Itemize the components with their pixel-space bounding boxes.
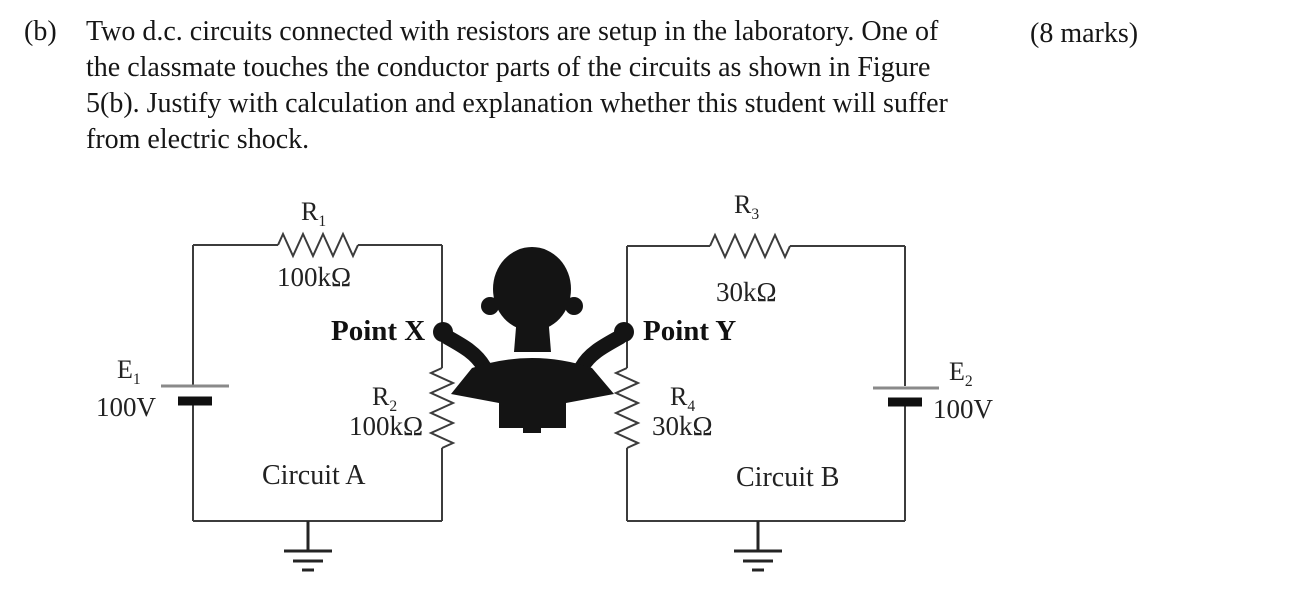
resistor-r3-icon <box>709 232 791 260</box>
battery-e2-icon <box>873 386 939 407</box>
question-part-label: (b) <box>24 16 57 47</box>
point-y-label: Point Y <box>643 315 737 347</box>
question-line-4: from electric shock. <box>86 124 310 155</box>
e1-base: E <box>117 355 133 384</box>
person-torso-tail <box>523 426 541 433</box>
resistor-r2-label: R2 <box>372 382 398 416</box>
person-torso <box>451 358 614 428</box>
marks-label: (8 marks) <box>1030 18 1139 49</box>
person-neck <box>514 315 551 352</box>
question-line-2: the classmate touches the conductor part… <box>86 52 931 83</box>
e1-sub: 1 <box>132 371 141 389</box>
r2-base: R <box>372 382 390 411</box>
resistor-r3-label: R3 <box>734 190 760 224</box>
resistor-r1-label: R1 <box>301 197 327 231</box>
ground-b-icon <box>734 521 782 572</box>
resistor-r1-value: 100kΩ <box>277 262 352 292</box>
person-left-arm <box>439 329 492 375</box>
r2-sub: 2 <box>389 398 398 416</box>
resistor-r1-icon <box>277 231 359 259</box>
circuit-b-name: Circuit B <box>736 462 840 493</box>
person-right-ear <box>565 297 583 315</box>
r4-base: R <box>670 382 688 411</box>
r3-sub: 3 <box>751 206 760 224</box>
resistor-r4-icon <box>613 367 641 449</box>
e2-sub: 2 <box>964 373 973 391</box>
battery-e2-value: 100V <box>933 394 993 424</box>
resistor-r4-value: 30kΩ <box>652 411 713 441</box>
r1-base: R <box>301 197 319 226</box>
person-head <box>493 247 571 331</box>
resistor-r2-value: 100kΩ <box>349 411 424 441</box>
resistor-r4-label: R4 <box>670 382 696 416</box>
person-right-arm <box>574 329 628 375</box>
circuit-a <box>161 231 456 572</box>
person-left-ear <box>481 297 499 315</box>
point-x-label: Point X <box>331 315 426 347</box>
battery-e1-icon <box>161 384 229 406</box>
resistor-r3-value: 30kΩ <box>716 277 777 307</box>
r4-sub: 4 <box>687 398 696 416</box>
question-line-3: 5(b). Justify with calculation and expla… <box>86 88 948 119</box>
question-line-1: Two d.c. circuits connected with resisto… <box>86 16 939 47</box>
e2-base: E <box>949 357 965 386</box>
circuit-b <box>613 232 939 572</box>
r3-base: R <box>734 190 752 219</box>
battery-e2-label: E2 <box>949 357 973 391</box>
student-silhouette-icon <box>433 247 634 433</box>
person-right-hand-on-point-y <box>614 322 634 342</box>
battery-e1-label: E1 <box>117 355 141 389</box>
resistor-r2-icon <box>428 367 456 449</box>
ground-a-icon <box>284 521 332 572</box>
battery-e1-value: 100V <box>96 392 156 422</box>
question-text-block: Two d.c. circuits connected with resisto… <box>86 14 948 158</box>
person-left-hand-on-point-x <box>433 322 453 342</box>
r1-sub: 1 <box>318 213 327 231</box>
circuit-a-name: Circuit A <box>262 460 366 491</box>
